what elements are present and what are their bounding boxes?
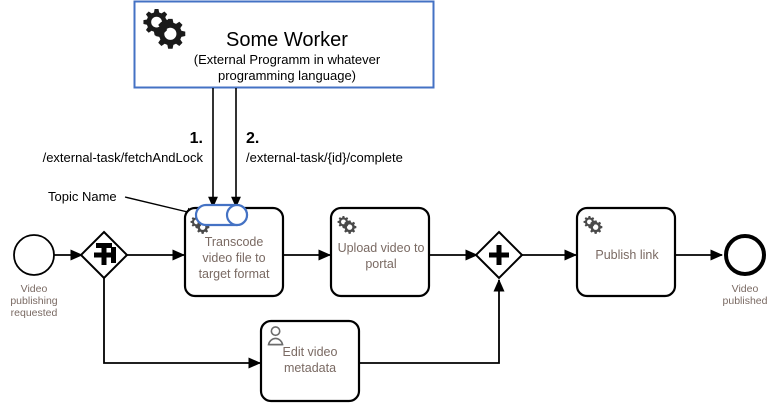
start-event[interactable]: Video publishing requested	[10, 234, 58, 319]
end-event-label-line1: Video	[732, 283, 759, 295]
task-transcode-label-line2: video file to	[202, 251, 265, 265]
end-event[interactable]: Video published	[723, 234, 768, 307]
start-event-label-line1: Video	[21, 283, 48, 295]
task-publish-box[interactable]	[575, 206, 677, 298]
user-person-icon	[267, 326, 284, 346]
topic-name-capsule-end	[225, 203, 249, 227]
api-call-2-label-group: 2. /external-task/{id}/complete	[246, 130, 403, 165]
plus-icon	[94, 243, 116, 265]
task-edit-metadata-label-line2: metadata	[284, 361, 336, 375]
task-upload-box[interactable]	[329, 206, 431, 298]
topic-name-label: Topic Name	[48, 189, 117, 204]
api-call-1-label-group: 1. /external-task/fetchAndLock	[43, 130, 204, 165]
gateway-split[interactable]	[79, 230, 129, 280]
task-upload[interactable]: Upload video to portal	[329, 206, 431, 298]
task-transcode-label-line3: target format	[199, 267, 270, 281]
task-upload-label-line2: portal	[365, 257, 396, 271]
task-upload-label-line1: Upload video to	[338, 241, 425, 255]
task-edit-metadata[interactable]: Edit video metadata	[259, 319, 361, 403]
plus-icon	[489, 245, 509, 265]
api-call-2-endpoint: /external-task/{id}/complete	[246, 150, 403, 165]
topic-name-leader-line	[124, 196, 197, 217]
task-transcode-label-line1: Transcode	[205, 235, 264, 249]
topic-name-capsule[interactable]	[194, 203, 249, 227]
flow-gateway-to-edit-metadata	[103, 278, 262, 369]
start-event-circle[interactable]	[13, 234, 55, 276]
worker-heading: Some Worker	[226, 29, 348, 51]
service-gears-icon	[583, 216, 603, 234]
service-gears-icon	[337, 216, 357, 234]
worker-box-border	[133, 0, 435, 89]
task-publish[interactable]: Publish link	[575, 206, 677, 298]
start-event-label-line2: publishing	[10, 295, 57, 307]
task-edit-metadata-box[interactable]	[259, 319, 361, 403]
worker-subtitle-line2: programming language)	[218, 68, 356, 83]
service-gears-icon	[143, 9, 186, 49]
api-call-1-number: 1.	[190, 130, 203, 147]
task-publish-label: Publish link	[595, 248, 659, 262]
api-call-1-endpoint: /external-task/fetchAndLock	[43, 150, 204, 165]
end-event-label-line2: published	[723, 295, 768, 307]
sequence-flows	[54, 249, 724, 369]
end-event-circle[interactable]	[724, 234, 766, 276]
task-transcode[interactable]: Transcode video file to target format	[183, 206, 285, 298]
topic-name-annotation: Topic Name	[48, 189, 197, 217]
flow-edit-metadata-to-gateway	[359, 278, 505, 364]
api-call-arrows	[208, 88, 241, 208]
task-edit-metadata-label-line1: Edit video	[283, 345, 338, 359]
worker-box: Some Worker (External Programm in whatev…	[133, 0, 435, 89]
worker-subtitle-line1: (External Programm in whatever	[194, 52, 381, 67]
start-event-label-line3: requested	[11, 307, 58, 319]
gateway-join[interactable]	[474, 230, 524, 280]
api-call-2-number: 2.	[246, 130, 259, 147]
